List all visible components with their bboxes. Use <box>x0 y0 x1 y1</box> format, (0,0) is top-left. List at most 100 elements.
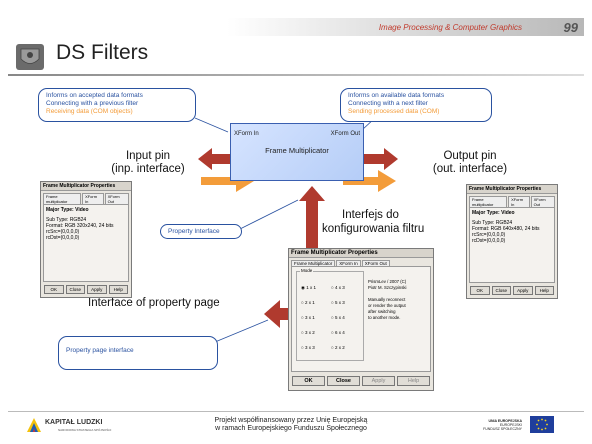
filter-name: Frame Multiplicator <box>265 146 329 155</box>
major-type: Major Type: Video <box>472 210 515 216</box>
mode-radio[interactable]: ○ 3 x 2 <box>301 330 315 335</box>
ok-button[interactable]: OK <box>292 376 325 386</box>
close-button[interactable]: Close <box>65 285 85 294</box>
slide-title: DS Filters <box>56 41 149 64</box>
help-button[interactable]: Help <box>108 285 128 294</box>
eu-line3: FUNDUSZ SPOŁECZNY <box>483 427 522 431</box>
eu-text: UNIA EUROPEJSKA EUROPEJSKI FUNDUSZ SPOŁE… <box>478 419 522 431</box>
sub-type: Sub Type: RGB24 <box>46 217 87 223</box>
info-line: to another mode. <box>368 315 401 320</box>
footer-line1: Projekt współfinansowany przez Unię Euro… <box>214 417 368 424</box>
close-button[interactable]: Close <box>327 376 360 386</box>
rc-dst: rcDst=(0,0,0,0) <box>46 235 80 241</box>
info-line: or render the output <box>368 303 406 308</box>
callout-left-line2: Connecting with a previous filter <box>46 100 139 107</box>
input-pin-title: Input pin <box>125 150 171 162</box>
title-underline <box>8 74 584 76</box>
config-line1: Interfejs do <box>342 209 399 221</box>
property-interface-callout: Property Interface <box>160 224 242 239</box>
close-button[interactable]: Close <box>491 286 511 295</box>
filter-output-pin: XForm Out <box>330 131 360 137</box>
header-subtitle: Image Processing & Computer Graphics <box>378 23 522 32</box>
format-text: Format: RGB 320x240, 24 bits <box>46 223 114 229</box>
mode-option: 2 x 1 <box>304 300 315 305</box>
footer-divider <box>8 411 584 412</box>
callout-left-line1: Informs on accepted data formats <box>46 92 143 99</box>
mode-label: Mode <box>300 268 314 273</box>
output-pin-title: Output pin <box>443 150 497 162</box>
tab-xform-in[interactable]: XForm In <box>336 260 361 266</box>
mode-group: Mode ◉ 1 x 1 ○ 2 x 1 ○ 3 x 1 ○ 3 x 2 ○ 3… <box>296 268 364 361</box>
tab-xform-in[interactable]: XForm In <box>82 193 104 204</box>
input-pin-label: Input pin (inp. interface) <box>88 150 208 176</box>
mode-option: 4 x 3 <box>334 285 345 290</box>
eu-flag-icon <box>530 416 554 433</box>
help-button[interactable]: Help <box>534 286 554 295</box>
mode-radio[interactable]: ○ 4 x 3 <box>331 285 345 290</box>
ok-button[interactable]: OK <box>470 286 490 295</box>
mode-option: 3 x 1 <box>304 315 315 320</box>
callout-right-line2: Connecting with a next filter <box>348 100 428 107</box>
callout-right-line3: Sending processed data (COM) <box>348 108 440 115</box>
tab-xform-out[interactable]: XForm Out <box>530 196 555 207</box>
property-interface-arrow <box>299 186 325 277</box>
format-text: Format: RGB 640x480, 24 bits <box>472 226 540 232</box>
mode-radio[interactable]: ○ 6 x 4 <box>331 330 345 335</box>
rc-dst: rcDst=(0,0,0,0) <box>472 238 506 244</box>
dialog-title: Frame Multiplicator Properties <box>467 185 557 194</box>
property-page-label: Interface of property page <box>88 297 220 309</box>
output-pin-orange-arrow <box>343 170 396 192</box>
tab-xform-out[interactable]: XForm Out <box>361 260 390 266</box>
mode-radio[interactable]: ○ 3 x 3 <box>301 345 315 350</box>
eu-line1: UNIA EUROPEJSKA <box>488 419 522 423</box>
tab-xform-out[interactable]: XForm Out <box>104 193 129 204</box>
callout-right-line1: Informs on available data formats <box>348 92 445 99</box>
property-page-callout: Property page interface <box>58 336 218 370</box>
output-pin-label: Output pin (out. interface) <box>410 150 530 176</box>
mode-radio[interactable]: ○ 3 x 1 <box>301 315 315 320</box>
info-text: PrismLev / 2007 (C) Piotr M. Szczypinski… <box>368 279 428 321</box>
mode-option: 3 x 2 <box>304 330 315 335</box>
rc-src: rcSrc=(0,0,0,0) <box>46 229 80 235</box>
mode-radio[interactable]: ○ 2 x 2 <box>331 345 345 350</box>
dialog-title: Frame Multiplicator Properties <box>41 182 131 191</box>
info-line: after switching <box>368 309 396 314</box>
tab-frame-multiplicator[interactable]: Frame multiplicator <box>469 196 508 207</box>
mode-option: 2 x 2 <box>334 345 345 350</box>
help-button[interactable]: Help <box>397 376 430 386</box>
input-pin-callout: Informs on accepted data formats Connect… <box>38 88 196 122</box>
kapital-ludzki-subtext: NARODOWA STRATEGIA SPÓJNOŚCI <box>58 428 112 432</box>
slide-number: 99 <box>563 20 578 35</box>
major-type: Major Type: Video <box>46 207 89 213</box>
property-page-dialog: Frame Multiplicator Properties Frame Mul… <box>288 248 434 391</box>
apply-button[interactable]: Apply <box>513 286 533 295</box>
info-line: PrismLev / 2007 (C) <box>368 279 407 284</box>
output-pin-dialog: Frame Multiplicator Properties Frame mul… <box>466 184 558 299</box>
tab-frame-multiplicator[interactable]: Frame multiplicator <box>43 193 82 204</box>
tab-frame-multiplicator[interactable]: Frame Multiplicator <box>291 260 336 266</box>
footer-cofinance-text: Projekt współfinansowany przez Unię Euro… <box>176 417 406 433</box>
output-pin-red-arrow <box>340 148 398 170</box>
kapital-ludzki-text: KAPITAŁ LUDZKI <box>45 419 103 426</box>
mode-radio[interactable]: ○ 5 x 3 <box>331 300 345 305</box>
footer-line2: w ramach Europejskiego Funduszu Społeczn… <box>215 425 367 432</box>
university-crest-icon <box>16 44 44 70</box>
mode-option: 1 x 1 <box>306 285 316 290</box>
callout-left-line3: Receiving data (COM objects) <box>46 108 133 115</box>
frame-multiplicator-filter: XForm In XForm Out Frame Multiplicator <box>230 123 364 181</box>
kapital-ludzki-logo-icon <box>27 418 41 432</box>
tab-xform-in[interactable]: XForm In <box>508 196 530 207</box>
main-dialog-title: Frame Multiplicator Properties <box>289 249 433 258</box>
apply-button[interactable]: Apply <box>362 376 395 386</box>
info-line: Piotr M. Szczypinski <box>368 285 407 290</box>
ok-button[interactable]: OK <box>44 285 64 294</box>
mode-option: 6 x 4 <box>334 330 345 335</box>
info-line: Manually reconnect <box>368 297 406 302</box>
sub-type: Sub Type: RGB24 <box>472 220 513 226</box>
mode-radio[interactable]: ○ 2 x 1 <box>301 300 315 305</box>
input-pin-red-arrow <box>198 148 256 170</box>
mode-radio[interactable]: ◉ 1 x 1 <box>301 285 316 290</box>
apply-button[interactable]: Apply <box>87 285 107 294</box>
input-pin-dialog: Frame Multiplicator Properties Frame mul… <box>40 181 132 298</box>
mode-radio[interactable]: ○ 5 x 4 <box>331 315 345 320</box>
